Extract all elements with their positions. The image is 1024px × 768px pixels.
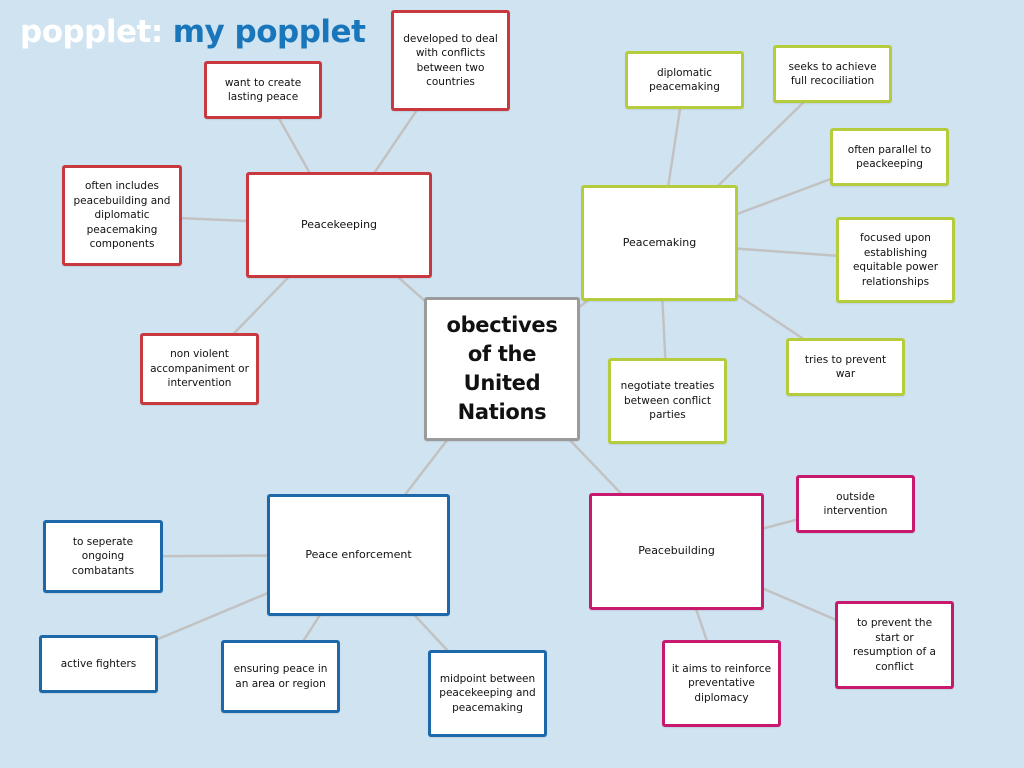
- popple-prevent-conflict[interactable]: to prevent the start or resumption of a …: [835, 601, 954, 689]
- popple-preventative-diplomacy[interactable]: it aims to reinforce preventative diplom…: [662, 640, 781, 727]
- popple-peacekeeping[interactable]: Peacekeeping: [246, 172, 432, 278]
- popple-midpoint[interactable]: midpoint between peacekeeping and peacem…: [428, 650, 547, 737]
- popple-peace-enforcement[interactable]: Peace enforcement: [267, 494, 450, 616]
- popple-peacebuilding[interactable]: Peacebuilding: [589, 493, 764, 610]
- title-separator: :: [150, 14, 163, 50]
- popple-diplomatic-peacemaking[interactable]: diplomatic peacemaking: [625, 51, 744, 109]
- popple-ensuring-peace[interactable]: ensuring peace in an area or region: [221, 640, 340, 713]
- popple-full-reconciliation[interactable]: seeks to achieve full recociliation: [773, 45, 892, 103]
- popple-separate-combatants[interactable]: to seperate ongoing combatants: [43, 520, 163, 593]
- board-title[interactable]: my popplet: [172, 14, 366, 50]
- popple-outside-intervention[interactable]: outside intervention: [796, 475, 915, 533]
- popple-peacemaking[interactable]: Peacemaking: [581, 185, 738, 301]
- popple-negotiate-treaties[interactable]: negotiate treaties between conflict part…: [608, 358, 727, 444]
- popple-includes-components[interactable]: often includes peacebuilding and diploma…: [62, 165, 182, 266]
- popple-active-fighters[interactable]: active fighters: [39, 635, 158, 693]
- popple-non-violent[interactable]: non violent accompaniment or interventio…: [140, 333, 259, 405]
- app-title: popplet:my popplet: [20, 14, 366, 50]
- popple-conflicts-two-countries[interactable]: developed to deal with conflicts between…: [391, 10, 510, 111]
- popple-parallel-peacekeeping[interactable]: often parallel to peackeeping: [830, 128, 949, 186]
- popple-prevent-war[interactable]: tries to prevent war: [786, 338, 905, 396]
- central-popple[interactable]: obectives of the United Nations: [424, 297, 580, 441]
- app-name: popplet: [20, 14, 151, 50]
- popple-equitable-power[interactable]: focused upon establishing equitable powe…: [836, 217, 955, 303]
- popple-lasting-peace[interactable]: want to create lasting peace: [204, 61, 322, 119]
